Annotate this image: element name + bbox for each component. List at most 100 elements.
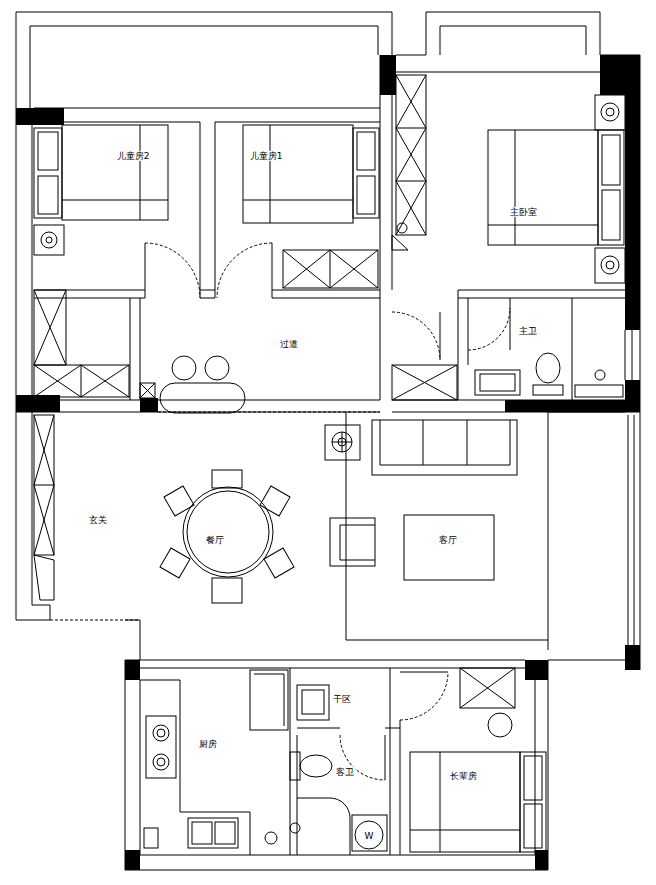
wardrobe [34,290,66,365]
wall-line [34,108,380,122]
bar-counter [160,383,245,413]
bathroom-fixture [475,370,520,395]
wall-fill [380,55,396,95]
nightstand [601,256,619,274]
bathroom-fixture [480,374,515,391]
nightstand [34,225,64,255]
wardrobe [140,383,155,398]
dining-table [164,486,194,516]
bed [353,128,379,218]
door-opening [217,243,272,298]
room-label: 玄关 [88,515,108,525]
wall-line [458,290,625,400]
wardrobe [392,235,408,250]
bathroom-fixture [302,690,324,714]
sofa-set [404,515,494,580]
bathroom-fixture [595,370,605,380]
wall-line [125,620,140,660]
bed [243,125,353,223]
bed [62,125,168,220]
wall-line [34,290,380,298]
wall-line [130,298,140,400]
room-label: 儿童房1 [249,151,284,161]
kitchen-fixture [140,680,250,855]
wardrobe [34,365,129,397]
door-opening [145,243,200,298]
bed [598,130,624,245]
dining-table [212,470,242,488]
room-label: 餐厅 [205,535,225,545]
wardrobe [34,415,54,555]
door-opening [468,308,510,350]
kitchen-fixture [144,828,158,848]
dining-table [160,548,190,578]
kitchen-fixture [157,758,165,766]
bathroom-fixture [290,298,623,855]
kitchen-fixture [140,670,288,855]
wall-line [440,26,586,55]
wall-fill [140,398,158,412]
bathroom-fixture [290,752,300,780]
kitchen-fixture [192,822,212,844]
wall-fill [16,108,64,125]
wall-fill [16,395,60,412]
wall-line [30,26,378,108]
nightstand [41,232,57,248]
wall-line [392,400,625,412]
room-label: W [364,831,375,841]
wardrobe [34,75,515,708]
wardrobe [140,383,155,398]
wardrobe [34,365,129,397]
dining-table [160,470,294,603]
nightstand [595,95,625,130]
door-opening [400,672,448,720]
wardrobe [397,223,407,233]
bed [524,756,542,800]
bar-counter [205,356,229,380]
bed [524,804,542,848]
dining-table [183,487,273,577]
kitchen-fixture [157,729,165,737]
wall-line [16,108,32,620]
wall-line [125,660,525,668]
door-opening [50,243,510,780]
room-label: 客厅 [438,535,458,545]
bathroom-fixture [536,353,560,383]
wall-line [290,668,297,855]
wardrobe [34,290,66,365]
sofa-set [330,518,375,566]
sofa-set [380,420,510,465]
bed [602,135,620,185]
wall-line [16,400,380,412]
bathroom-fixture [297,685,329,720]
wall-line [200,122,215,298]
bathroom-fixture [290,823,300,833]
bathroom-fixture [355,821,383,849]
bed [357,176,375,214]
bed [38,132,58,170]
wall-fill [600,55,640,95]
sofa-set [325,420,517,580]
sofa-set [340,525,375,560]
wardrobe [392,365,457,400]
bathroom-fixture [297,798,350,855]
bed [357,132,375,170]
sofa-set [372,420,517,475]
door-leaf [145,243,510,780]
wardrobe [34,555,54,600]
bathroom-fixture [572,298,573,400]
wall-line [16,12,392,108]
wardrobe [392,365,457,400]
wall-line [125,660,140,870]
room-label: 主卧室 [509,207,538,217]
nightstand [601,103,619,121]
room-label: 客卫 [335,767,355,777]
bed [488,130,598,245]
door-opening [158,412,380,413]
kitchen-fixture [215,822,235,844]
bar-counter [172,356,196,380]
wardrobe [396,75,426,235]
door-opening [50,620,140,621]
nightstand [595,248,625,283]
